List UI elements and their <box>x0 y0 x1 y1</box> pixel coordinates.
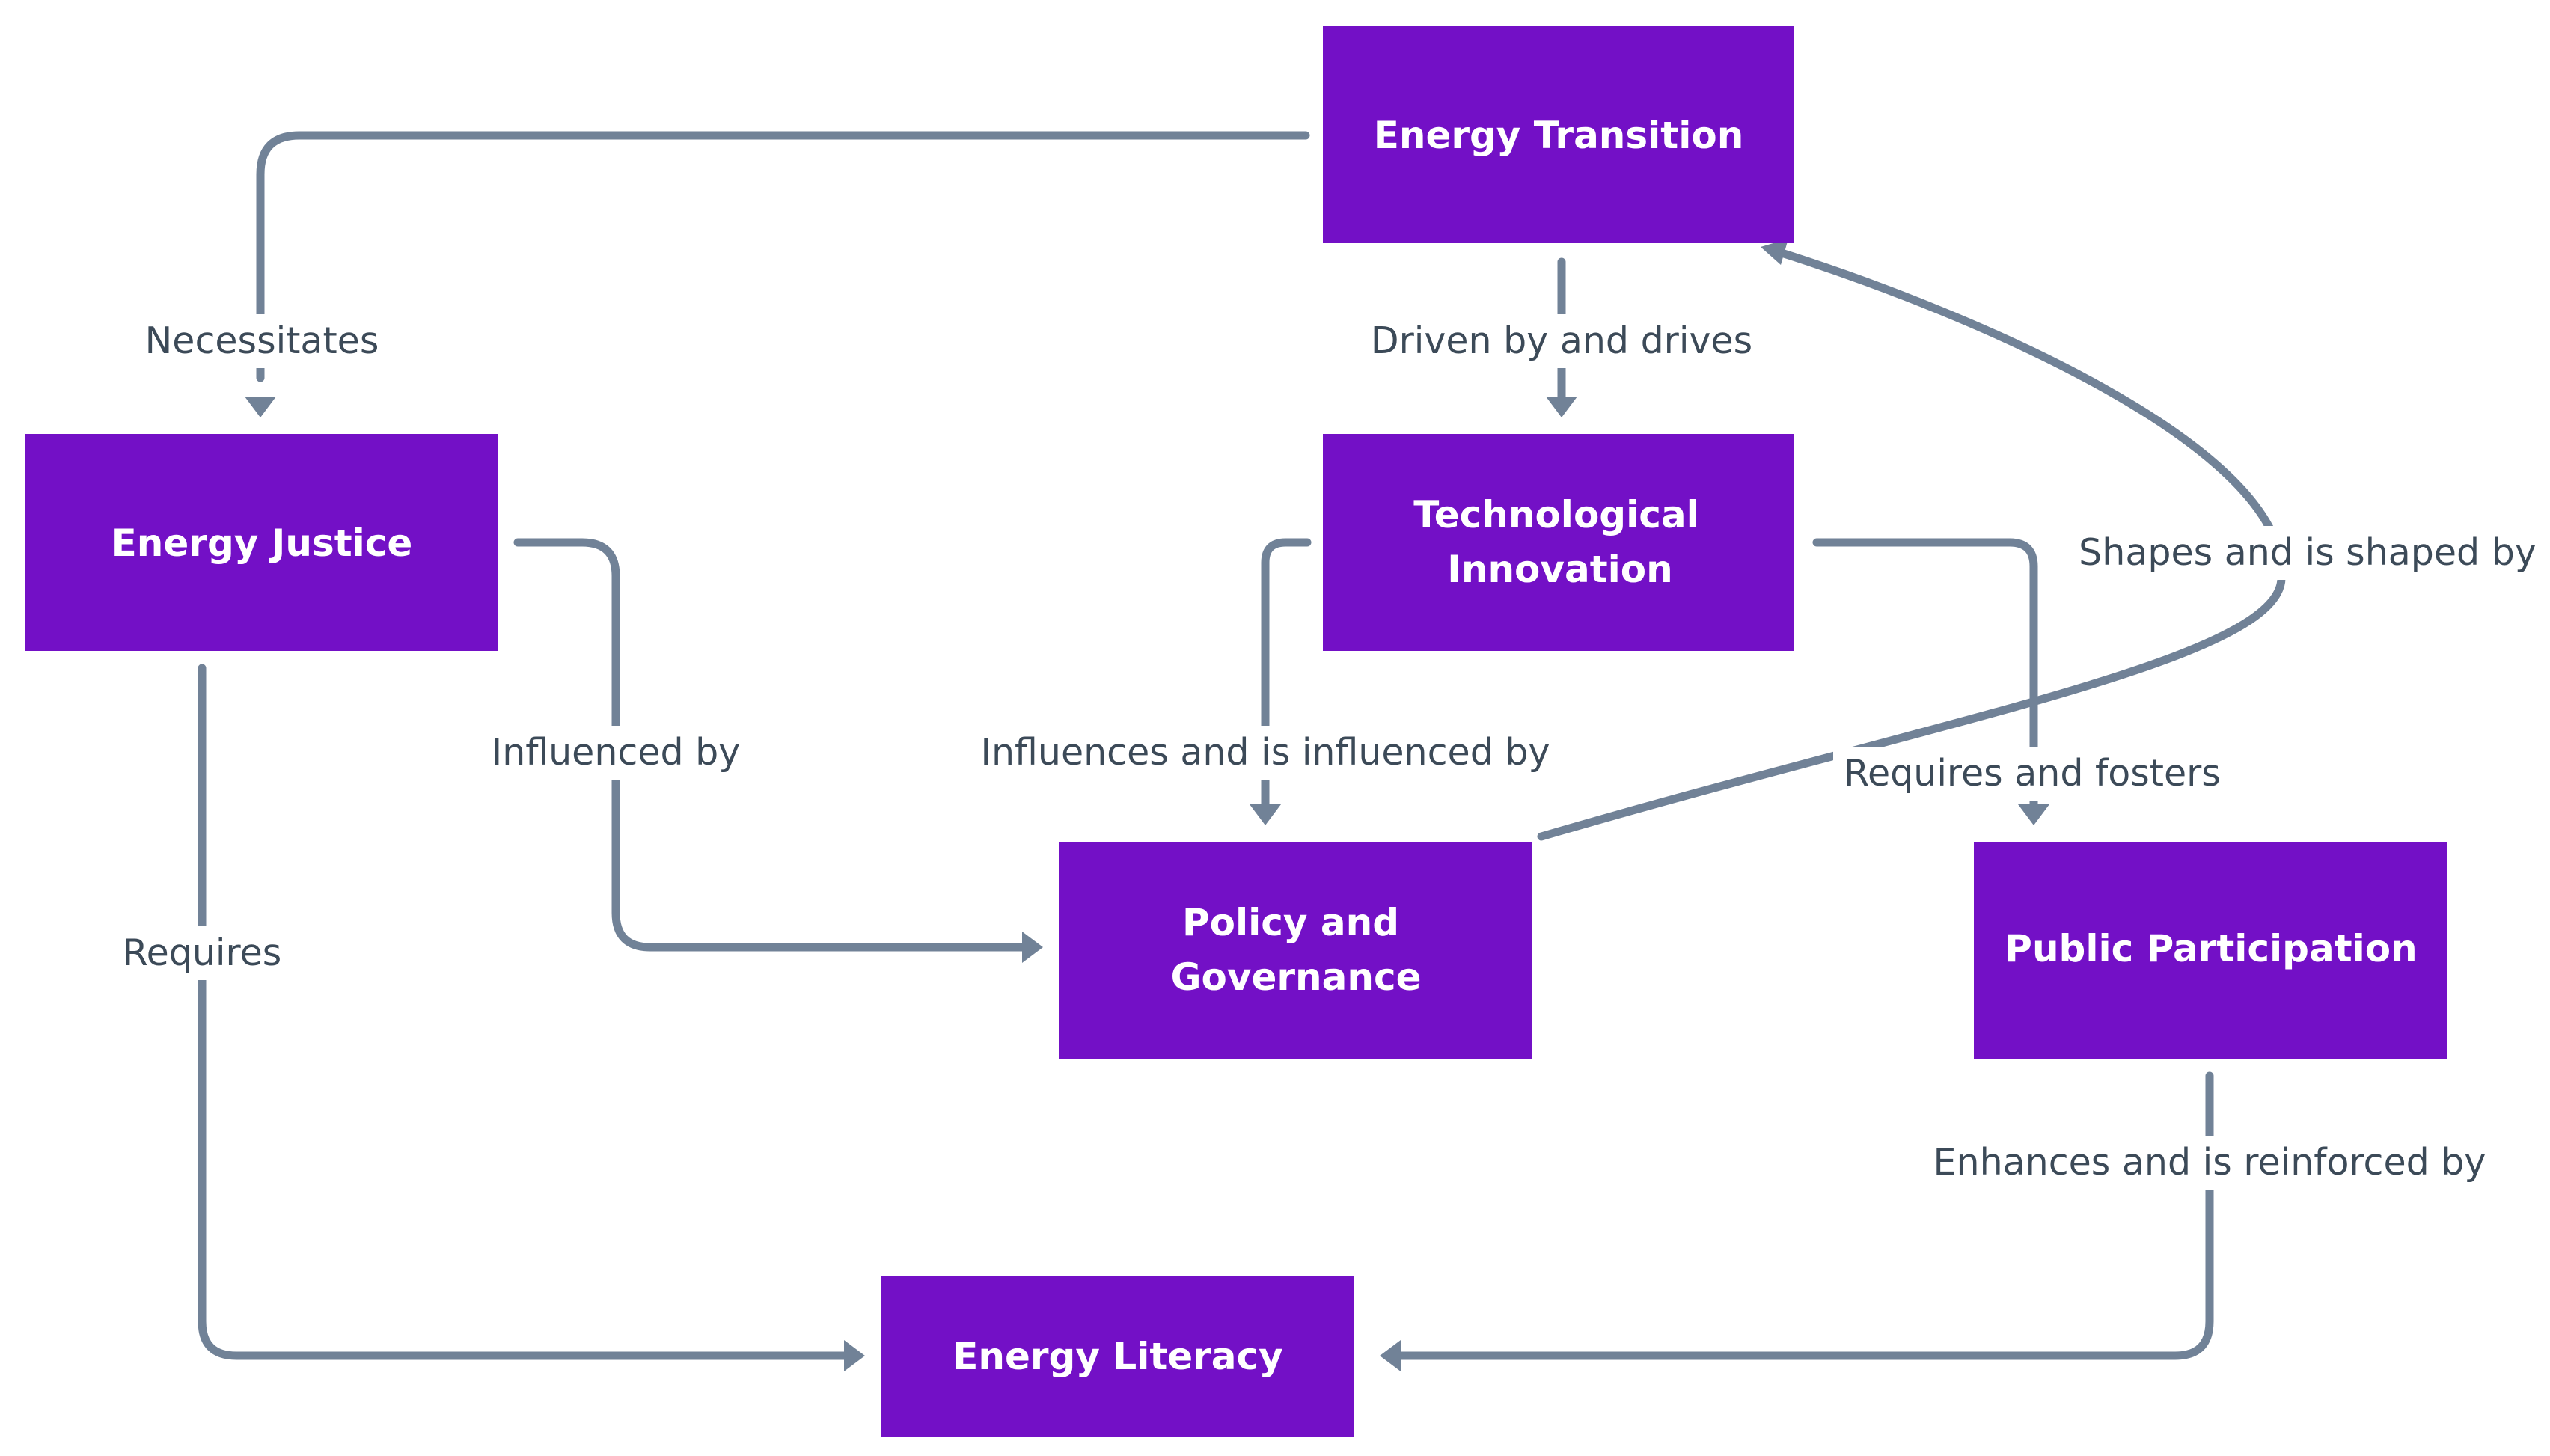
node-energy-transition-label: Energy Transition <box>1374 114 1744 157</box>
arrowhead-public-participation <box>2018 804 2049 825</box>
edge-label-enhances: Enhances and is reinforced by <box>1933 1141 2486 1184</box>
arrowhead-energy-literacy-left <box>844 1340 865 1371</box>
node-technological-innovation-label-2: Innovation <box>1447 548 1672 591</box>
edge-influences-line <box>1261 538 1312 809</box>
arrowhead-technological-innovation <box>1546 397 1577 417</box>
node-energy-literacy: Energy Literacy <box>881 1276 1354 1437</box>
edge-label-necessitates: Necessitates <box>145 319 379 362</box>
arrowhead-energy-literacy-right <box>1380 1340 1401 1371</box>
edge-requires-line <box>198 664 850 1360</box>
edge-label-requires-fosters: Requires and fosters <box>1844 752 2221 795</box>
node-energy-literacy-label: Energy Literacy <box>953 1335 1283 1378</box>
edge-labels: Necessitates Driven by and drives Shapes… <box>112 314 2540 1190</box>
node-technological-innovation: Technological Innovation <box>1323 434 1794 651</box>
arrowhead-policy-governance-top <box>1250 804 1281 825</box>
node-policy-governance: Policy and Governance <box>1059 842 1532 1059</box>
edge-label-influenced-by: Influenced by <box>492 731 741 774</box>
node-energy-justice: Energy Justice <box>25 434 498 651</box>
node-policy-governance-label-1: Policy and <box>1182 901 1399 944</box>
node-energy-transition: Energy Transition <box>1323 26 1794 243</box>
edge-label-requires: Requires <box>123 932 282 974</box>
edge-label-driven-by: Driven by and drives <box>1371 319 1752 362</box>
arrowheads <box>245 239 2049 1371</box>
edge-enhances-line <box>1395 1071 2214 1360</box>
node-public-participation: Public Participation <box>1974 842 2447 1059</box>
arrowhead-energy-justice <box>245 397 276 417</box>
edge-label-influences: Influences and is influenced by <box>981 731 1550 774</box>
edge-necessitates-line <box>256 131 1310 382</box>
arrowhead-energy-transition <box>1761 239 1788 265</box>
node-public-participation-label: Public Participation <box>2005 927 2417 970</box>
edge-label-shapes: Shapes and is shaped by <box>2079 531 2537 574</box>
arrowhead-policy-governance-left <box>1022 932 1043 963</box>
edges <box>198 131 2286 1360</box>
node-energy-justice-label: Energy Justice <box>111 521 413 565</box>
node-policy-governance-label-2: Governance <box>1170 955 1421 999</box>
node-technological-innovation-label-1: Technological <box>1413 493 1699 536</box>
edge-shapes-line <box>1537 248 2286 841</box>
edge-requires-fosters-line <box>1812 538 2038 809</box>
